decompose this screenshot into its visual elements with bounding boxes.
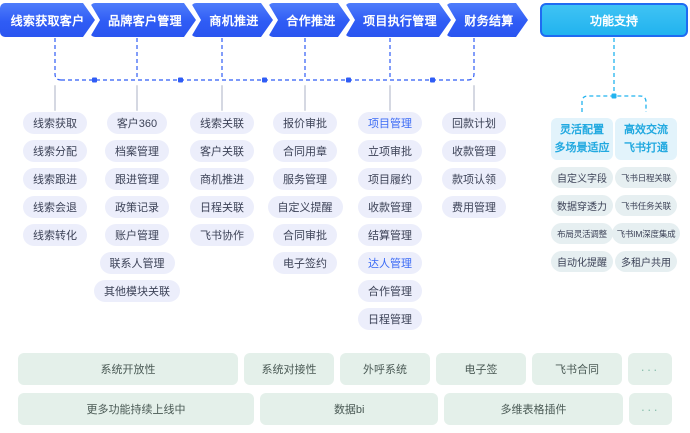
process-item[interactable]: 电子签约 xyxy=(273,252,337,274)
process-item[interactable]: 线索获取 xyxy=(23,112,87,134)
capability-cell[interactable]: 系统对接性 xyxy=(244,353,335,385)
process-item[interactable]: 项目管理 xyxy=(358,112,422,134)
support-column-1: 灵活配置多场景适应自定义字段数据穿透力布局灵活调整自动化提醒 xyxy=(548,118,616,272)
process-item[interactable]: 立项审批 xyxy=(358,140,422,162)
capability-row-1: 系统开放性系统对接性外呼系统电子签飞书合同··· xyxy=(18,353,673,385)
process-item[interactable]: 达人管理 xyxy=(358,252,422,274)
process-item[interactable]: 其他模块关联 xyxy=(94,280,180,302)
support-header-line1: 高效交流 xyxy=(624,124,668,136)
process-item[interactable]: 日程管理 xyxy=(358,308,422,330)
support-item[interactable]: 自动化提醒 xyxy=(551,251,613,272)
capability-cell[interactable]: 数据bi xyxy=(260,393,439,425)
process-column-5: 项目管理立项审批项目履约收款管理结算管理达人管理合作管理日程管理 xyxy=(344,112,436,330)
process-item[interactable]: 日程关联 xyxy=(190,196,254,218)
process-item[interactable]: 合同用章 xyxy=(273,140,337,162)
process-column-4: 报价审批合同用章服务管理自定义提醒合同审批电子签约 xyxy=(259,112,351,274)
support-column-header[interactable]: 高效交流飞书打通 xyxy=(615,118,677,160)
process-item[interactable]: 费用管理 xyxy=(442,196,506,218)
support-item[interactable]: 飞书IM深度集成 xyxy=(611,223,681,244)
process-item[interactable]: 客户关联 xyxy=(190,140,254,162)
capability-cell[interactable]: 更多功能持续上线中 xyxy=(18,393,255,425)
function-support-label: 功能支持 xyxy=(589,13,638,28)
process-item[interactable]: 收款管理 xyxy=(442,140,506,162)
more-dots-icon[interactable]: ··· xyxy=(628,393,672,425)
process-item[interactable]: 结算管理 xyxy=(358,224,422,246)
stage-chevron-label: 项目执行管理 xyxy=(363,13,437,28)
process-column-6: 回款计划收款管理款项认领费用管理 xyxy=(428,112,520,218)
process-item[interactable]: 商机推进 xyxy=(190,168,254,190)
process-item[interactable]: 联系人管理 xyxy=(99,252,175,274)
stage-chevron-6[interactable]: 财务结算 xyxy=(446,3,528,37)
support-column-header[interactable]: 灵活配置多场景适应 xyxy=(551,118,613,160)
process-item[interactable]: 档案管理 xyxy=(105,140,169,162)
support-item[interactable]: 飞书日程关联 xyxy=(615,167,677,188)
process-item[interactable]: 项目履约 xyxy=(358,168,422,190)
support-item[interactable]: 飞书任务关联 xyxy=(615,195,677,216)
support-header-line1: 灵活配置 xyxy=(560,124,604,136)
process-item[interactable]: 客户360 xyxy=(106,112,168,134)
process-item[interactable]: 跟进管理 xyxy=(105,168,169,190)
process-item[interactable]: 合同审批 xyxy=(273,224,337,246)
process-item[interactable]: 线索分配 xyxy=(23,140,87,162)
more-dots-icon[interactable]: ··· xyxy=(628,353,673,385)
process-item[interactable]: 回款计划 xyxy=(442,112,506,134)
process-item[interactable]: 线索转化 xyxy=(23,224,87,246)
stage-chevron-4[interactable]: 合作推进 xyxy=(268,3,350,37)
capability-cell[interactable]: 飞书合同 xyxy=(532,353,622,385)
support-header-line2: 多场景适应 xyxy=(554,142,610,154)
process-item[interactable]: 自定义提醒 xyxy=(267,196,343,218)
stage-chevron-label: 品牌客户管理 xyxy=(108,13,182,28)
support-item[interactable]: 数据穿透力 xyxy=(551,195,613,216)
stage-chevron-label: 合作推进 xyxy=(286,13,336,28)
process-item[interactable]: 收款管理 xyxy=(358,196,422,218)
stage-chevron-label: 商机推进 xyxy=(209,13,259,28)
process-item[interactable]: 款项认领 xyxy=(442,168,506,190)
stage-banner: 线索获取客户 品牌客户管理 商机推进 合作推进 项目执行管理 财务结算 xyxy=(0,3,540,37)
stage-chevron-label: 财务结算 xyxy=(464,13,514,28)
process-item[interactable]: 服务管理 xyxy=(273,168,337,190)
process-column-3: 线索关联客户关联商机推进日程关联飞书协作 xyxy=(176,112,268,246)
capability-cell[interactable]: 电子签 xyxy=(436,353,527,385)
process-item[interactable]: 线索会退 xyxy=(23,196,87,218)
stage-chevron-2[interactable]: 品牌客户管理 xyxy=(90,3,196,37)
process-item[interactable]: 飞书协作 xyxy=(190,224,254,246)
process-item[interactable]: 政策记录 xyxy=(105,196,169,218)
process-item[interactable]: 线索跟进 xyxy=(23,168,87,190)
process-column-1: 线索获取线索分配线索跟进线索会退线索转化 xyxy=(9,112,101,246)
process-item[interactable]: 账户管理 xyxy=(105,224,169,246)
process-item[interactable]: 线索关联 xyxy=(190,112,254,134)
stage-chevron-5[interactable]: 项目执行管理 xyxy=(345,3,451,37)
support-item[interactable]: 布局灵活调整 xyxy=(551,223,613,244)
process-column-2: 客户360 档案管理跟进管理政策记录账户管理联系人管理其他模块关联 xyxy=(91,112,183,302)
process-item[interactable]: 合作管理 xyxy=(358,280,422,302)
support-header-line2: 飞书打通 xyxy=(624,142,668,154)
process-item[interactable]: 报价审批 xyxy=(273,112,337,134)
function-support-banner[interactable]: 功能支持 xyxy=(540,3,688,37)
stage-chevron-1[interactable]: 线索获取客户 xyxy=(0,3,95,37)
support-item[interactable]: 自定义字段 xyxy=(551,167,613,188)
capability-cell[interactable]: 外呼系统 xyxy=(340,353,431,385)
support-item[interactable]: 多租户共用 xyxy=(615,251,677,272)
stage-chevron-label: 线索获取客户 xyxy=(10,13,85,28)
capability-cell[interactable]: 多维表格插件 xyxy=(444,393,623,425)
capability-cell[interactable]: 系统开放性 xyxy=(18,353,239,385)
support-column-2: 高效交流飞书打通飞书日程关联飞书任务关联飞书IM深度集成多租户共用 xyxy=(611,118,681,272)
stage-chevron-3[interactable]: 商机推进 xyxy=(191,3,273,37)
